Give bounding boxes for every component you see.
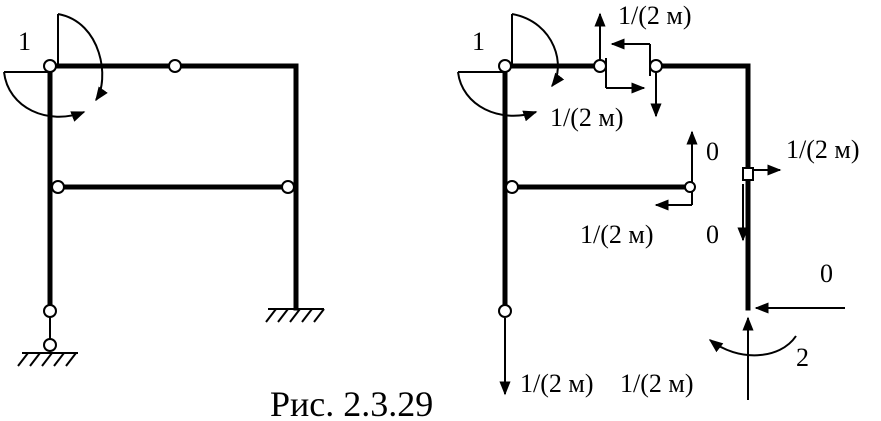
r-hinge-support [498,304,512,318]
right-moment-label: 1 [472,27,485,56]
right-scheme: 1 1/(2 м) 1/(2 м) 0 1/(2 м) 1/(2 м [457,1,860,400]
right-column-cut-forces [737,164,782,242]
label-base-vertical: 1/(2 м) [620,369,694,398]
label-top-hinge-up: 1/(2 м) [618,1,692,30]
hinge-support-top [43,304,57,318]
r-hinge-top-split-left [593,59,607,73]
r-moment-arc [457,13,565,122]
base-reactions [708,302,845,400]
top-cut-forces [594,12,662,118]
label-left-support: 1/(2 м) [520,369,594,398]
label-right-col-right: 1/(2 м) [786,135,860,164]
unit-moment-arc [3,13,108,122]
label-right-col-down: 0 [706,220,719,249]
hinge-top-beam [168,59,182,73]
figure-caption: Рис. 2.3.29 [270,384,433,421]
label-mid-hinge-up: 0 [706,137,719,166]
left-moment-label: 1 [18,27,31,56]
hinge-top-left [43,59,57,73]
label-top-hinge-down: 1/(2 м) [550,103,624,132]
hinge-support-bottom [43,338,57,352]
pin-support-ground [17,352,78,367]
label-base-moment: 2 [796,343,809,372]
left-scheme: 1 [3,13,325,367]
r-hinge-mid-left [505,180,519,194]
mid-cut-forces [654,130,698,211]
hinge-mid-left [51,180,65,194]
r-hinge-top-left [498,59,512,73]
label-base-horizontal: 0 [820,259,833,288]
hinge-mid-right [281,180,295,194]
r-hinge-mid-right [684,181,696,193]
r-hinge-top-split-right [649,59,663,73]
fixed-support-ground [265,308,325,323]
label-mid-hinge-left: 1/(2 м) [580,220,654,249]
